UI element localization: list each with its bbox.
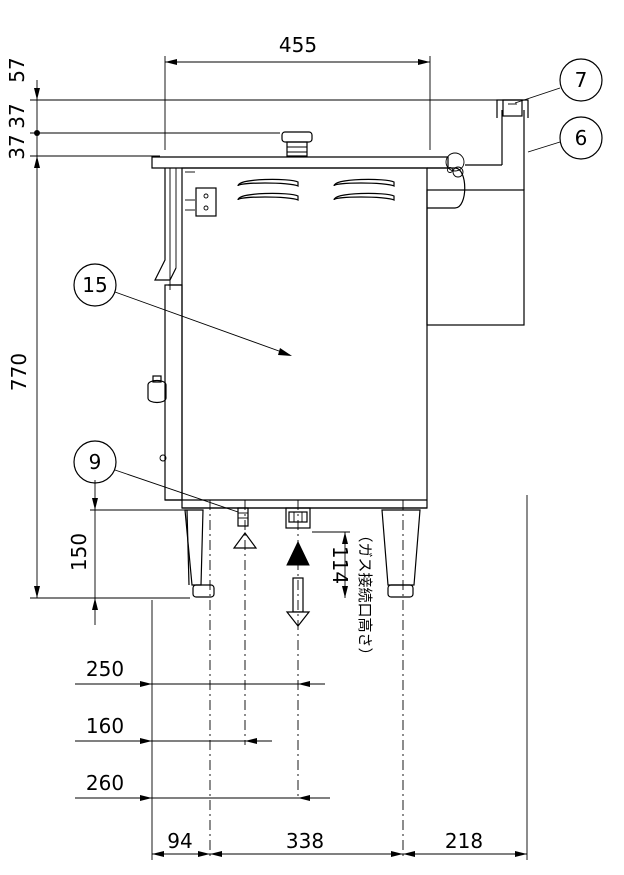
exhaust-assembly [426,99,529,326]
dim-770: 770 [7,353,31,391]
dim-37-a: 37 [5,103,29,128]
dim-37-b: 37 [5,134,29,159]
callout-6: 6 [575,126,588,150]
dim-455: 455 [279,33,317,57]
dim-338: 338 [286,829,324,853]
dimension-lines [30,56,528,860]
dim-218: 218 [445,829,483,853]
dim-160: 160 [86,714,124,738]
bottom-fittings [237,507,311,529]
center-lines [209,500,404,860]
legs [184,509,421,598]
callout-7: 7 [575,68,588,92]
gas-connection-note: （ガス接続口高さ） [356,527,374,662]
dim-114: 114 [328,546,352,584]
dim-57: 57 [5,57,29,82]
small-indicator [159,454,167,462]
callout-9: 9 [89,450,102,474]
callouts [73,58,603,513]
side-bracket [185,171,217,217]
vent-louvers [237,178,395,201]
callout-15: 15 [82,273,107,297]
dim-150: 150 [67,533,91,571]
dim-260: 260 [86,771,124,795]
dim-250: 250 [86,657,124,681]
side-knob [147,375,167,404]
top-fitting [281,131,313,157]
dim-94: 94 [167,829,192,853]
